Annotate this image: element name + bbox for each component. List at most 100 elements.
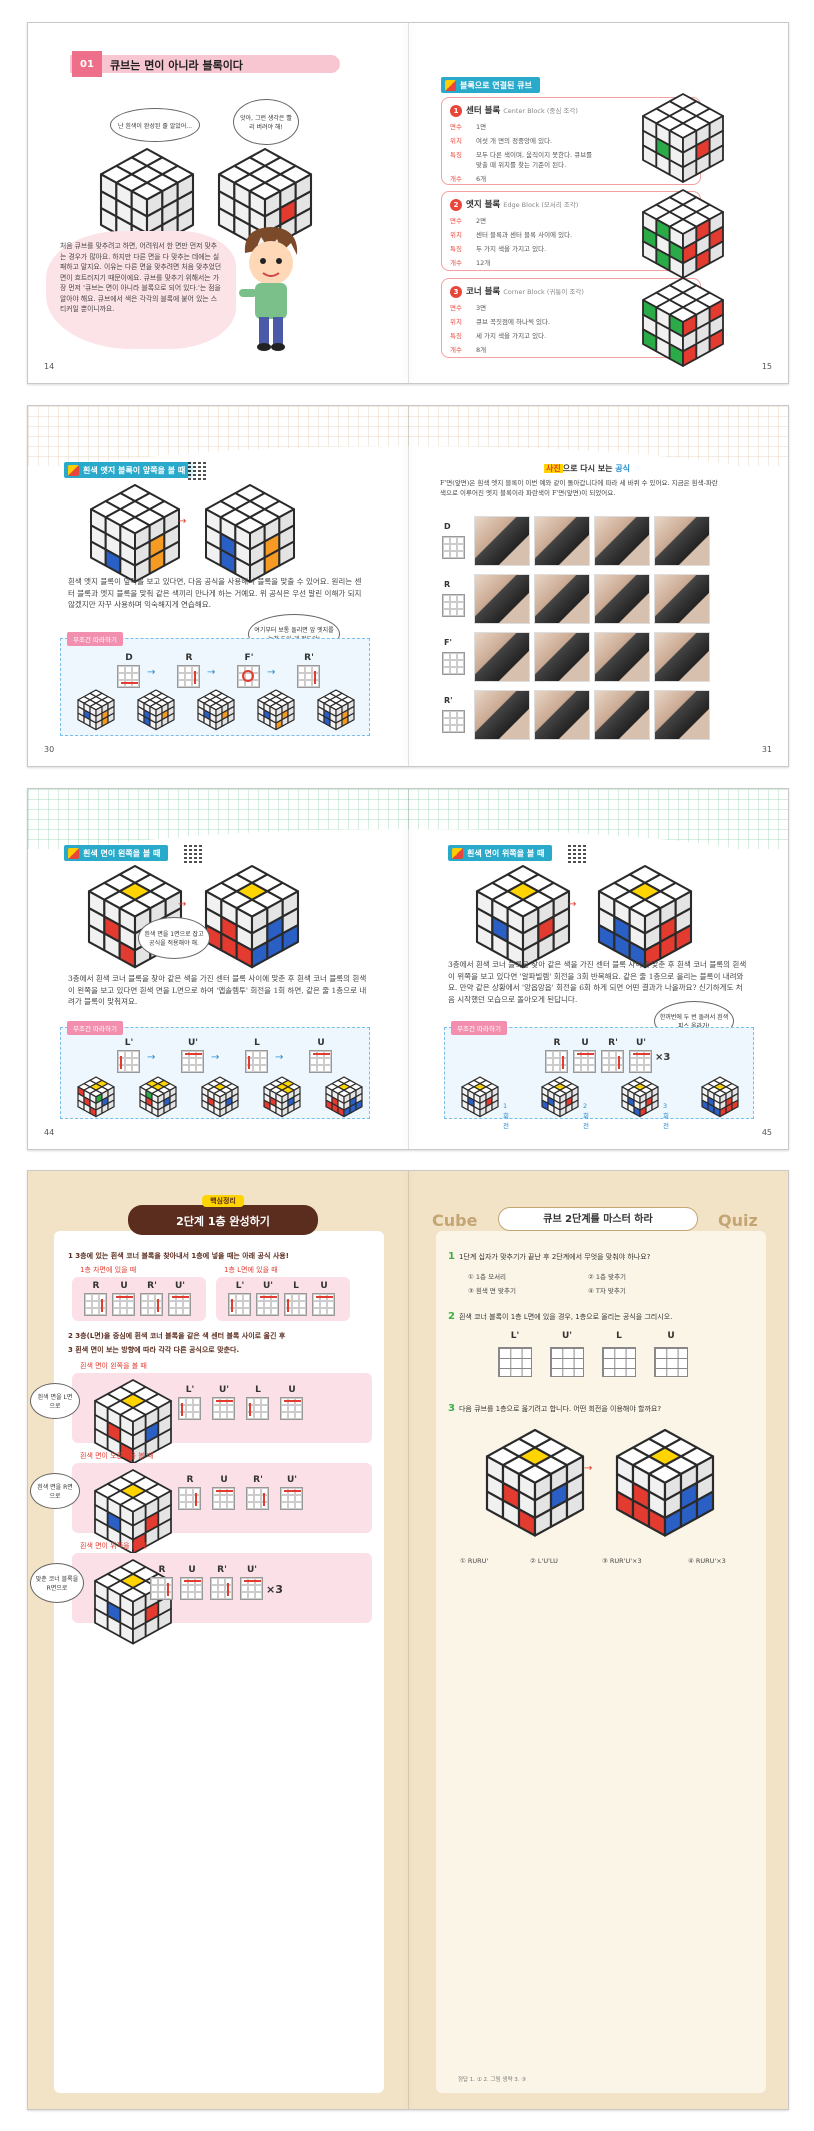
right-section-tag-label: 블록으로 연결된 큐브 [460,80,532,90]
section-tag-label: 흰색 엣지 블록이 앞쪽을 볼 때 [83,465,186,475]
move-label: U [581,1038,589,1048]
hands-cube-photo [654,632,710,682]
step-cube [619,1074,661,1120]
hands-cube-photo [594,690,650,740]
case-1-cube [92,1377,174,1467]
qr-code[interactable] [188,460,208,480]
section-tag-right: 흰색 면이 위쪽을 볼 때 [448,845,553,861]
qr-code[interactable] [568,843,588,863]
move-diagram-icon [117,665,140,688]
photo-row-diagram-icon [442,594,465,617]
cube-edge-blocks [640,187,726,281]
cube-left-after [203,863,301,970]
q1-option-1[interactable]: ① 1층 모서리 [468,1273,507,1281]
follow-along-label: 무조건 따라하기 [67,1021,123,1035]
arrow-right-icon: → [568,899,577,910]
step-cube [199,1074,241,1120]
move-diagram-icon [240,1577,263,1600]
move-label: U [188,1565,196,1575]
q3-cube-after [614,1427,716,1539]
move-diagram-icon [297,665,320,688]
q2-answer-box[interactable] [498,1347,532,1377]
move-diagram-icon [177,665,200,688]
page-number-right: 45 [761,1128,772,1137]
q1-option-3[interactable]: ③ 흰색 면 맞추기 [468,1287,516,1295]
spread-summary-quiz: 핵심정리 2단계 1층 완성하기 1 3층에 있는 흰색 코너 블록을 찾아내서… [27,1170,789,2110]
step-3: 3 흰색 면이 보는 방향에 따라 각각 다른 공식으로 맞춘다. [68,1346,240,1354]
case-2-cube [92,1467,174,1557]
move-diagram-icon [228,1293,251,1316]
q2-answer-box[interactable] [654,1347,688,1377]
gutter [408,789,409,1149]
move-label: R' [253,1475,263,1485]
q2-answer-box[interactable] [602,1347,636,1377]
boy-character-illustration [239,227,298,351]
q3-option-1[interactable]: ① RURU' [460,1557,489,1565]
q3-option-3[interactable]: ③ RUR'U'×3 [602,1557,642,1565]
move-diagram-icon [150,1577,173,1600]
q3-option-2[interactable]: ② L'U'LU [530,1557,558,1565]
move-label: R [553,1038,561,1048]
q2-answer-box[interactable] [550,1347,584,1377]
move-diagram-icon [178,1397,201,1420]
quiz-title: 큐브 2단계를 마스터 하라 [498,1207,698,1231]
move-diagram-icon [84,1293,107,1316]
move-label: L [254,1038,260,1048]
hands-cube-photo [474,632,530,682]
hands-cube-photo [474,516,530,566]
move-label: U' [635,1038,647,1048]
page-number-right: 31 [761,745,772,754]
follow-along-box-left: 무조건 따라하기 L'→U'→L→U [60,1021,370,1120]
move-label: R [158,1565,166,1575]
move-diagram-icon [309,1050,332,1073]
arrow-right-icon: → [207,667,216,678]
paragraph-right: 3층에서 흰색 코너 블록을 찾아 같은 색을 가진 센터 블록 사이에 맞춘 … [448,960,747,1004]
quiz-word-cube: Cube [432,1211,478,1230]
hands-cube-photo [474,690,530,740]
speech-bubble-a: 난 흰색이 완성된 줄 알았어... [110,108,200,142]
step-cube [539,1074,581,1120]
q3-option-4[interactable]: ④ RURU'×3 [688,1557,726,1565]
qr-code[interactable] [184,843,204,863]
move-label: R [186,1475,194,1485]
side-note-2: 흰색 면을 R면으로 [30,1473,80,1509]
follow-along-label: 무조건 따라하기 [451,1021,507,1035]
block-name: 센터 블록 [466,106,501,116]
summary-badge: 핵심정리 [202,1195,244,1207]
q1-option-4[interactable]: ④ T자 맞추기 [588,1287,626,1295]
move-diagram-icon [601,1050,624,1073]
move-diagram-icon [212,1397,235,1420]
move-diagram-icon [629,1050,652,1073]
move-label: L' [124,1038,134,1048]
arrow-right-icon: → [267,667,276,678]
arrow-right-icon: → [147,1052,156,1063]
step-label: 3회전 [663,1102,669,1130]
move-label: R [185,653,193,663]
step-cube [75,1074,117,1120]
move-label: R' [304,653,314,663]
step-1: 1 3층에 있는 흰색 코너 블록을 찾아내서 1층에 넣을 때는 아래 공식 … [68,1252,289,1260]
step-label: 1회전 [503,1102,509,1130]
move-label: D [125,653,133,663]
move-diagram-icon [246,1487,269,1510]
photo-row-label: F' [444,638,452,647]
photo-row-diagram-icon [442,652,465,675]
times-three: ×3 [266,1583,283,1596]
q1-option-2[interactable]: ② 1층 맞추기 [588,1273,627,1281]
photo-row-diagram-icon [442,710,465,733]
right-section-tag: 블록으로 연결된 큐브 [441,77,540,93]
photo-row-diagram-icon [442,536,465,559]
summary-header: 핵심정리 2단계 1층 완성하기 [128,1195,318,1235]
times-three: ×3 [655,1052,671,1063]
follow-along-label: 무조건 따라하기 [67,632,123,646]
arrow-right-icon: → [147,667,156,678]
